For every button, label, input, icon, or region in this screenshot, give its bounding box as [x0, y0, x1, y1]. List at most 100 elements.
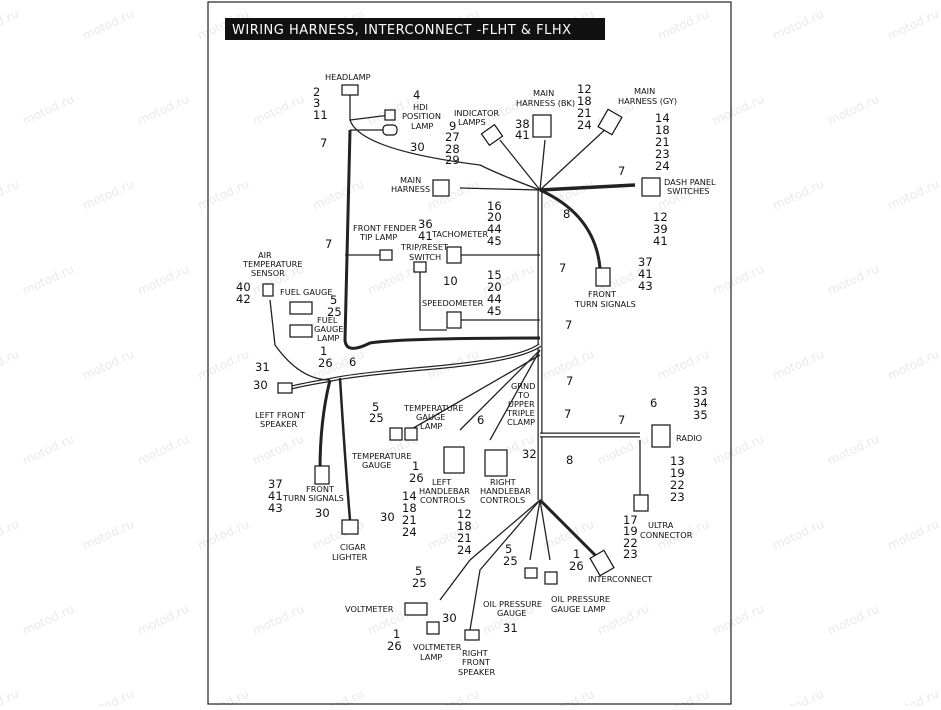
label-trip2: SWITCH [409, 252, 441, 262]
label-volt: VOLTMETER [345, 604, 394, 614]
circuit-numbers: 2 3 11 4 30 7 9 27 28 29 38 41 12 18 21 … [236, 82, 708, 653]
num: 6 [477, 413, 484, 427]
temp-gauge-connector [389, 427, 403, 441]
num: 24 [577, 118, 592, 132]
num: 21 [402, 513, 417, 527]
watermark-text: motod.ru [825, 602, 881, 638]
watermark-text: motod.ru [885, 177, 941, 213]
label-main-gy: MAIN [634, 86, 655, 96]
watermark-text: motod.ru [310, 177, 366, 213]
num: 6 [349, 355, 356, 369]
num: 30 [315, 506, 330, 520]
watermark-text: motod.ru [655, 687, 711, 706]
num: 13 [670, 454, 685, 468]
label-main-bk2: HARNESS (BK) [516, 98, 575, 108]
fuel-gauge-connector [289, 301, 313, 315]
watermark-text: motod.ru [885, 687, 941, 706]
label-oil-lamp: OIL PRESSURE [551, 594, 610, 604]
label-rh3: CONTROLS [480, 495, 525, 505]
num: 8 [563, 207, 570, 221]
num: 24 [402, 525, 417, 539]
watermark-text: motod.ru [425, 687, 481, 706]
label-lf-speaker: LEFT FRONT [255, 410, 306, 420]
num: 37 [268, 477, 283, 491]
watermark-text: motod.ru [710, 602, 766, 638]
num: 22 [670, 478, 685, 492]
num: 36 [418, 217, 433, 231]
watermark-text: motod.ru [310, 687, 366, 706]
front-turn-r-connector [595, 267, 611, 287]
num: 7 [566, 374, 573, 388]
watermark-text: motod.ru [80, 347, 136, 383]
label-tgl: TEMPERATURE [403, 403, 464, 413]
watermark-text: motod.ru [20, 262, 76, 298]
num: 34 [693, 396, 708, 410]
label-air3: SENSOR [251, 268, 285, 278]
num: 7 [618, 413, 625, 427]
label-trip: TRIP/RESET [400, 242, 449, 252]
watermark-text: motod.ru [885, 517, 941, 553]
num: 30 [410, 140, 425, 154]
num: 4 [413, 88, 420, 102]
num: 11 [313, 108, 328, 122]
label-fuel-lamp: FUEL [317, 315, 338, 325]
num: 20 [487, 280, 502, 294]
left-handlebar-connector [443, 446, 465, 474]
label-lh2: HANDLEBAR [419, 486, 470, 496]
label-grnd4: TRIPLE [506, 408, 535, 418]
label-ultra: ULTRA [648, 520, 674, 530]
num: 43 [638, 279, 653, 293]
num: 41 [515, 128, 530, 142]
num: 41 [653, 234, 668, 248]
oil-pressure-connector [524, 567, 538, 579]
label-dash: DASH PANEL [664, 177, 716, 187]
num: 1 [412, 459, 419, 473]
num: 25 [369, 411, 384, 425]
label-tach: TACHOMETER [431, 229, 489, 239]
headlamp-connector [341, 84, 359, 96]
watermark-text: motod.ru [885, 347, 941, 383]
watermark-text: motod.ru [770, 7, 826, 43]
watermark-text: motod.ru [825, 92, 881, 128]
num: 1 [573, 547, 580, 561]
label-hdi3: LAMP [411, 121, 433, 131]
num: 42 [236, 292, 251, 306]
volt-lamp-connector [426, 621, 440, 635]
radio-connector [651, 424, 671, 448]
num: 24 [457, 543, 472, 557]
num: 12 [457, 507, 472, 521]
front-turn-l-connector [314, 465, 330, 485]
label-tgl2: GAUGE [416, 412, 445, 422]
watermark-text: motod.ru [195, 517, 251, 553]
num: 37 [638, 255, 653, 269]
num: 44 [487, 222, 502, 236]
label-grnd: GRND [511, 381, 535, 391]
watermark-text: motod.ru [655, 347, 711, 383]
watermark-text: motod.ru [770, 347, 826, 383]
label-main-bk: MAIN [533, 88, 554, 98]
num: 7 [320, 136, 327, 150]
label-rs3: SPEAKER [458, 667, 495, 677]
num: 41 [418, 229, 433, 243]
watermark-text: motod.ru [250, 602, 306, 638]
num: 41 [268, 489, 283, 503]
label-tgl3: LAMP [420, 421, 442, 431]
num: 7 [325, 237, 332, 251]
num: 45 [487, 234, 502, 248]
label-main: MAIN [400, 175, 421, 185]
watermark-text: motod.ru [195, 347, 251, 383]
num: 35 [693, 408, 708, 422]
num: 16 [487, 199, 502, 213]
watermark-text: motod.ru [825, 432, 881, 468]
num: 15 [487, 268, 502, 282]
watermark-text: motod.ru [135, 602, 191, 638]
watermark-text: motod.ru [20, 432, 76, 468]
watermark-text: motod.ru [250, 432, 306, 468]
watermark-text: motod.ru [80, 7, 136, 43]
num: 31 [503, 621, 518, 635]
num: 5 [415, 564, 422, 578]
connectors [262, 84, 671, 641]
num: 9 [449, 119, 456, 133]
speedometer-connector [446, 311, 462, 329]
num: 23 [655, 147, 670, 161]
